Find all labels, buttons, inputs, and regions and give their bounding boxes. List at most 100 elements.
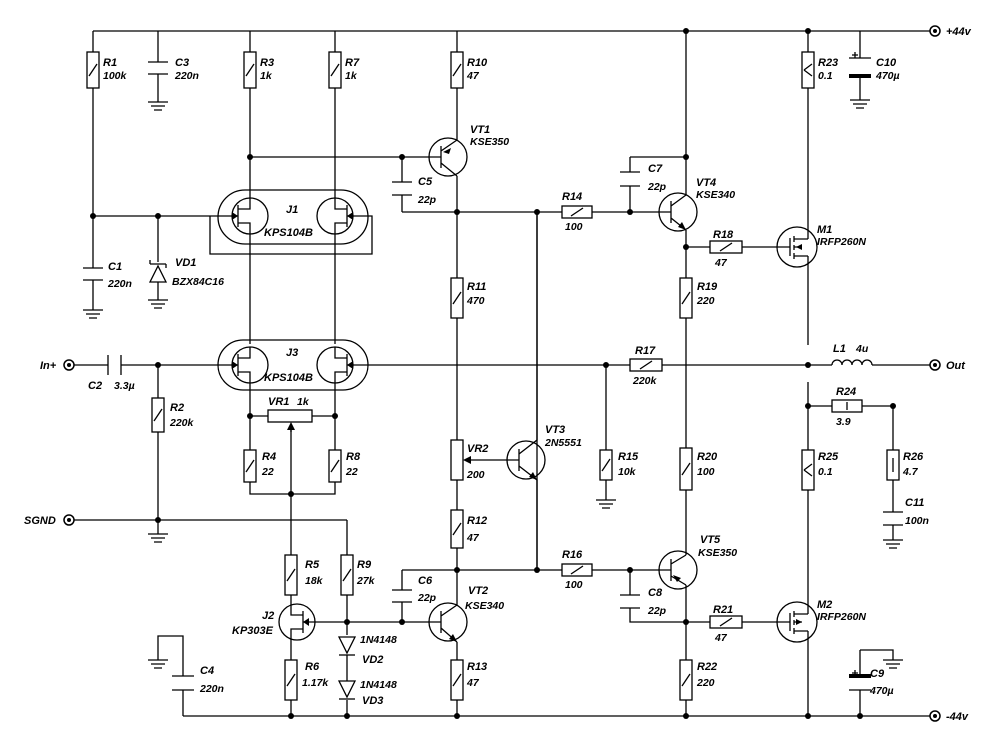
value-m2: IRFP260N — [817, 611, 866, 623]
label-r19: R19 — [697, 281, 718, 293]
label-r2: R2 — [170, 402, 184, 414]
value-vr1: 1k — [297, 396, 310, 408]
component-labels: R1 100k C3 220n R3 1k R7 1k R10 47 VT1 K… — [24, 26, 972, 723]
diodes — [148, 260, 357, 700]
label-r17: R17 — [635, 345, 656, 357]
label-r22: R22 — [697, 661, 717, 673]
label-vt2: VT2 — [468, 585, 488, 597]
label-vt3: VT3 — [545, 424, 565, 436]
label-vr1: VR1 — [268, 396, 289, 408]
transistor-vt1 — [428, 137, 468, 177]
pot-vr2 — [450, 439, 471, 481]
resistor-r24 — [831, 399, 863, 413]
label-minus44: -44v — [946, 711, 969, 723]
terminals — [63, 25, 941, 722]
value-r24: 3.9 — [836, 416, 851, 428]
resistor-r17 — [629, 358, 663, 372]
transistor-vt5 — [658, 550, 698, 590]
value-vt2: KSE340 — [465, 600, 504, 612]
resistor-r1 — [86, 51, 100, 89]
resistor-r19 — [679, 277, 693, 319]
ground-icon — [850, 99, 870, 109]
value-r12: 47 — [466, 532, 480, 544]
ground-icon — [148, 648, 168, 669]
resistor-r2 — [151, 397, 165, 433]
label-r6: R6 — [305, 661, 320, 673]
label-r9: R9 — [357, 559, 372, 571]
jfet-j2 — [278, 603, 322, 641]
label-l1: L1 — [833, 343, 846, 355]
resistor-r14 — [561, 205, 593, 219]
capacitor-c9 — [849, 670, 871, 691]
label-r12: R12 — [467, 515, 487, 527]
potentiometers — [267, 409, 471, 481]
value-j3: KPS104B — [264, 372, 313, 384]
junctions — [90, 28, 896, 719]
value-c9: 470µ — [869, 685, 894, 697]
capacitor-c8 — [620, 594, 640, 609]
value-c7: 22p — [647, 181, 667, 193]
label-vd1: VD1 — [175, 257, 196, 269]
value-m1: IRFP260N — [817, 236, 866, 248]
label-c8: C8 — [648, 587, 663, 599]
label-m1: M1 — [817, 224, 832, 236]
resistor-r4 — [243, 449, 257, 483]
mosfet-m2 — [776, 598, 818, 648]
resistor-r26 — [886, 449, 900, 481]
value-vd1: BZX84C16 — [172, 276, 224, 288]
capacitor-c5 — [392, 181, 412, 196]
label-r18: R18 — [713, 229, 734, 241]
value-c10: 470µ — [875, 70, 900, 82]
label-vd2-part: 1N4148 — [360, 634, 397, 646]
capacitors — [83, 52, 903, 691]
resistor-r11 — [450, 277, 464, 319]
terminal-sgnd — [63, 514, 75, 526]
value-r14: 100 — [565, 221, 583, 233]
label-r7: R7 — [345, 57, 360, 69]
label-vt4: VT4 — [696, 177, 716, 189]
value-r9: 27k — [356, 575, 376, 587]
value-r2: 220k — [169, 417, 195, 429]
value-vt3: 2N5551 — [544, 437, 582, 449]
resistor-r8 — [328, 449, 342, 483]
label-r25: R25 — [818, 451, 839, 463]
resistor-r22 — [679, 659, 693, 701]
value-r18: 47 — [714, 257, 728, 269]
pot-vr1 — [267, 409, 313, 432]
value-vr2: 200 — [466, 469, 485, 481]
value-r25: 0.1 — [818, 466, 833, 478]
label-r15: R15 — [618, 451, 639, 463]
value-r3: 1k — [260, 70, 273, 82]
label-r14: R14 — [562, 191, 582, 203]
value-r4: 22 — [261, 466, 274, 478]
value-r7: 1k — [345, 70, 358, 82]
diode-vd3 — [337, 680, 357, 700]
inductor-l1 — [831, 359, 873, 366]
value-r11: 470 — [466, 295, 485, 307]
value-r15: 10k — [618, 466, 637, 478]
terminal-plus44 — [929, 25, 941, 37]
ground-icon — [596, 499, 616, 509]
capacitor-c1 — [83, 267, 103, 297]
resistor-r7 — [328, 51, 342, 89]
resistor-r6 — [284, 659, 298, 701]
label-r23: R23 — [818, 57, 838, 69]
capacitor-c4 — [172, 675, 194, 691]
resistor-r20 — [679, 447, 693, 491]
value-c11: 100n — [905, 515, 929, 527]
label-c7: C7 — [648, 163, 663, 175]
label-r11: R11 — [467, 281, 486, 293]
value-c2: 3.3µ — [114, 380, 135, 392]
label-j3: J3 — [286, 347, 298, 359]
label-sgnd: SGND — [24, 515, 56, 527]
capacitor-c7 — [620, 171, 640, 187]
label-c10: C10 — [876, 57, 897, 69]
resistor-r18 — [709, 240, 743, 254]
value-c5: 22p — [417, 194, 437, 206]
value-r6: 1.17k — [302, 677, 329, 689]
resistor-r25 — [801, 449, 815, 491]
value-c6: 22p — [417, 592, 437, 604]
ground-icon — [148, 299, 168, 309]
jfet-pair-j1 — [217, 189, 369, 245]
